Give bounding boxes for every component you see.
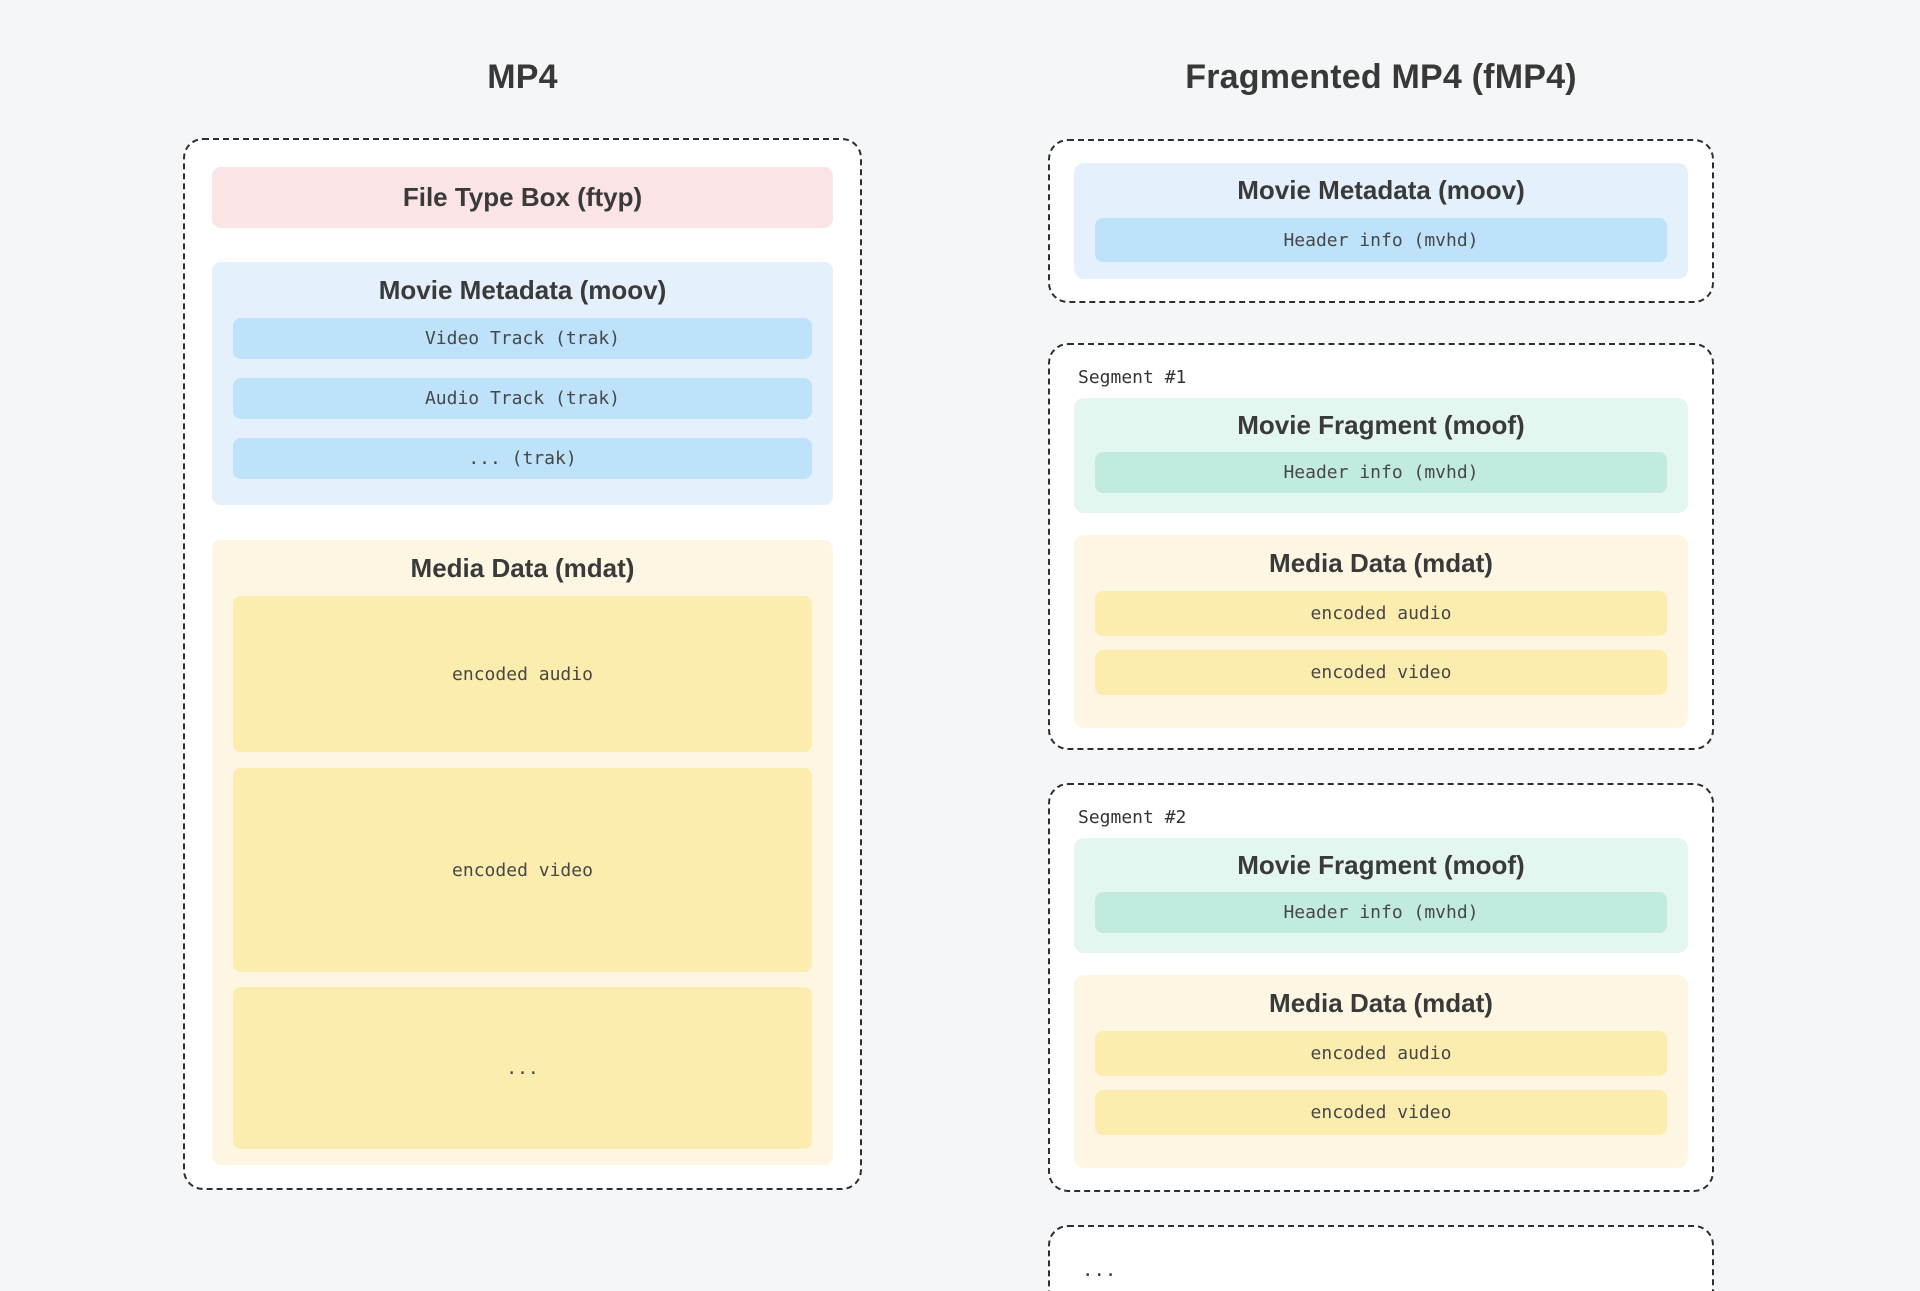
fmp4-movie-metadata-moov-box: Movie Metadata (moov) Header info (mvhd): [1074, 163, 1688, 279]
more-chunks-ellipsis: ...: [233, 987, 812, 1149]
segment-1-encoded-audio-chunk: encoded audio: [1095, 591, 1667, 636]
segment-1-moof-heading: Movie Fragment (moof): [1237, 409, 1525, 440]
fmp4-column-title: Fragmented MP4 (fMP4): [1185, 58, 1577, 96]
fmp4-moov-heading: Movie Metadata (moov): [1237, 175, 1525, 205]
segment-2-media-data-mdat-box: Media Data (mdat) encoded audio encoded …: [1074, 975, 1688, 1168]
encoded-audio-chunk: encoded audio: [233, 596, 812, 752]
mp4-file-container: File Type Box (ftyp) Movie Metadata (moo…: [183, 138, 862, 1190]
movie-metadata-moov-box: Movie Metadata (moov) Video Track (trak)…: [212, 262, 833, 505]
more-segments-container: ...: [1048, 1225, 1714, 1291]
segment-2-encoded-video-chunk: encoded video: [1095, 1090, 1667, 1135]
segment-1-moof-header-info-mvhd: Header info (mvhd): [1095, 452, 1667, 493]
mdat-heading: Media Data (mdat): [410, 552, 635, 583]
more-tracks-trak-row: ... (trak): [233, 438, 812, 479]
segment-2-label: Segment #2: [1078, 807, 1187, 828]
fmp4-moov-header-info-mvhd: Header info (mvhd): [1095, 218, 1667, 262]
segment-2-container: Segment #2 Movie Fragment (moof) Header …: [1048, 783, 1714, 1192]
segment-2-moof-header-info-mvhd: Header info (mvhd): [1095, 892, 1667, 933]
segment-1-container: Segment #1 Movie Fragment (moof) Header …: [1048, 343, 1714, 750]
mp4-column-title: MP4: [487, 58, 558, 96]
file-type-box-ftyp: File Type Box (ftyp): [212, 167, 833, 228]
fmp4-moov-container: Movie Metadata (moov) Header info (mvhd): [1048, 139, 1714, 303]
audio-track-trak-row: Audio Track (trak): [233, 378, 812, 419]
segment-2-moof-heading: Movie Fragment (moof): [1237, 849, 1525, 880]
segment-1-label: Segment #1: [1078, 367, 1187, 388]
media-data-mdat-box: Media Data (mdat) encoded audio encoded …: [212, 540, 833, 1165]
segment-1-movie-fragment-moof-box: Movie Fragment (moof) Header info (mvhd): [1074, 398, 1688, 513]
more-segments-ellipsis: ...: [1082, 1259, 1117, 1281]
segment-1-mdat-heading: Media Data (mdat): [1269, 547, 1493, 578]
segment-2-mdat-heading: Media Data (mdat): [1269, 987, 1493, 1018]
segment-2-movie-fragment-moof-box: Movie Fragment (moof) Header info (mvhd): [1074, 838, 1688, 953]
segment-1-encoded-video-chunk: encoded video: [1095, 650, 1667, 695]
segment-2-encoded-audio-chunk: encoded audio: [1095, 1031, 1667, 1076]
segment-1-media-data-mdat-box: Media Data (mdat) encoded audio encoded …: [1074, 535, 1688, 728]
moov-heading: Movie Metadata (moov): [378, 274, 667, 305]
encoded-video-chunk: encoded video: [233, 768, 812, 972]
video-track-trak-row: Video Track (trak): [233, 318, 812, 359]
